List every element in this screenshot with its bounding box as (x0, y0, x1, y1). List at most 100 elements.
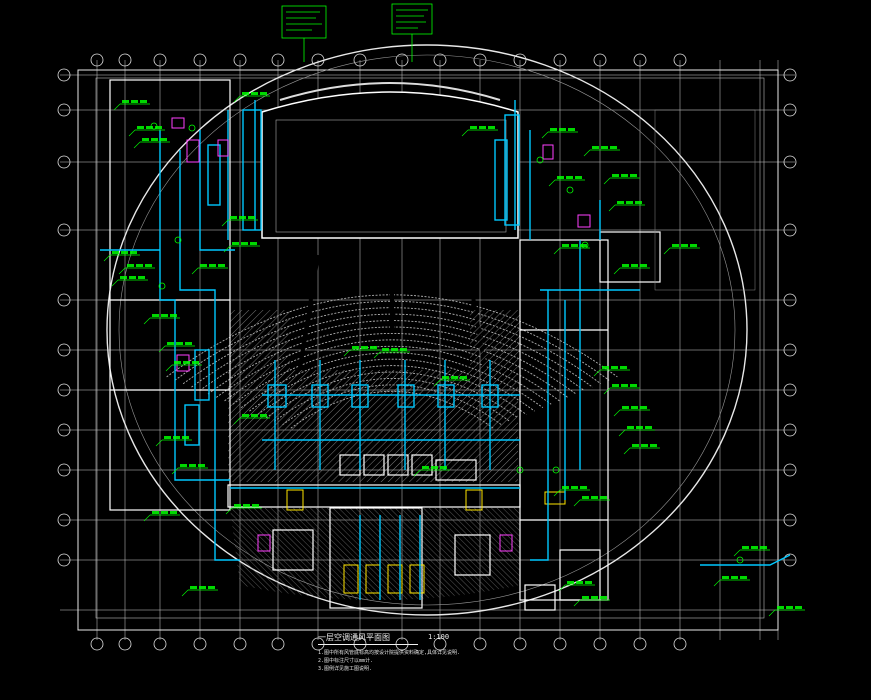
annotation-labels (103, 92, 805, 617)
grid-bubble (57, 103, 71, 117)
grid-bubble (57, 155, 71, 169)
grid-bubble (783, 68, 797, 82)
duct-run (530, 290, 549, 561)
annotation-tag (461, 126, 498, 137)
duct-section (267, 384, 287, 408)
grid-bubble (593, 637, 607, 651)
grid-bubble (433, 53, 447, 67)
fitting-symbol (158, 282, 166, 290)
grid-bubble (118, 637, 132, 651)
annotation-tag (608, 201, 645, 212)
grid-bubble (783, 383, 797, 397)
grid-bubble (673, 637, 687, 651)
duct-run (179, 150, 240, 561)
annotation-tag (623, 444, 660, 455)
grid-bubble (783, 155, 797, 169)
annotation-tag (433, 376, 470, 387)
annotation-tag (221, 216, 258, 227)
annotation-tag (181, 586, 218, 597)
grid-bubble (271, 637, 285, 651)
grid-bubble (593, 53, 607, 67)
duct-run (159, 130, 230, 481)
duct-section (351, 384, 369, 408)
annotation-tag (165, 361, 202, 372)
annotation-tag (541, 128, 578, 139)
grid-bubble (57, 343, 71, 357)
grid-bubble (513, 53, 527, 67)
duct-section (397, 384, 415, 408)
grid-bubble (353, 53, 367, 67)
grid-bubble (57, 223, 71, 237)
annotation-tag (133, 138, 170, 149)
grid-bubble (553, 637, 567, 651)
annotation-tag (225, 504, 262, 515)
duct-section (504, 114, 520, 226)
drawing-note-3: 3.图例详见施工图说明. (318, 666, 373, 672)
grid-bubble (783, 103, 797, 117)
annotation-tag (373, 348, 410, 359)
grid-bubble (513, 637, 527, 651)
annotation-tag (233, 92, 270, 103)
drawing-note-1: 1.图中所有风管底标高均按设计院提供资料确定,具体详见说明. (318, 650, 461, 656)
annotation-tag (113, 100, 150, 111)
duct-section (207, 144, 221, 206)
annotation-tag (158, 342, 195, 353)
interior-walls (109, 79, 756, 611)
duct-run (199, 130, 235, 251)
annotation-tag (663, 244, 700, 255)
grid-bubble (783, 463, 797, 477)
annotation-tag (733, 546, 770, 557)
grid-bubble (233, 637, 247, 651)
annotation-tag (613, 406, 650, 417)
grid-bubble (783, 423, 797, 437)
annotation-tag (128, 126, 165, 137)
duct-run (700, 554, 791, 566)
annotation-tag (618, 426, 655, 437)
annotation-tag (155, 436, 192, 447)
annotation-tag (191, 264, 228, 275)
grid-bubble (473, 637, 487, 651)
grid-bubble (90, 637, 104, 651)
annotation-tag (603, 174, 640, 185)
grid-bubble (395, 53, 409, 67)
grid-bubble (633, 53, 647, 67)
annotation-tag (553, 244, 590, 255)
grid-bubble (433, 637, 447, 651)
annotation-tag (558, 581, 595, 592)
annotation-tag (583, 146, 620, 157)
grid-bubble (193, 53, 207, 67)
title-underline (318, 644, 418, 645)
building-outline (77, 44, 779, 631)
annotation-tag (713, 576, 750, 587)
title-block: 一层空调通风平面图 1:100 1.图中所有风管底标高均按设计院提供资料确定,具… (318, 633, 460, 673)
grid-bubble (153, 53, 167, 67)
fitting-symbol (150, 122, 158, 130)
annotation-tag (573, 496, 610, 507)
grid-bubble (57, 68, 71, 82)
duct-section (184, 404, 200, 446)
fitting-symbol (516, 466, 524, 474)
duct-section (481, 384, 499, 408)
annotation-tag (111, 276, 148, 287)
annotation-tag (171, 464, 208, 475)
fitting-symbol (552, 466, 560, 474)
grid-bubble (57, 423, 71, 437)
duct-section (194, 349, 210, 401)
grid-bubble (57, 463, 71, 477)
grid-bubble (783, 293, 797, 307)
grid-bubble (673, 53, 687, 67)
annotation-tag (768, 606, 805, 617)
annotation-tag (593, 366, 630, 377)
aisle (298, 254, 320, 369)
seat-row (216, 333, 568, 398)
grid-bubble (233, 53, 247, 67)
fitting-symbol (174, 236, 182, 244)
annotation-tag (143, 314, 180, 325)
drawing-scale: 1:100 (428, 633, 450, 641)
grid-bubble (57, 513, 71, 527)
annotation-tag (233, 414, 270, 425)
grid-bubble (193, 637, 207, 651)
fitting-symbol (581, 241, 589, 249)
annotation-tag (103, 251, 140, 262)
